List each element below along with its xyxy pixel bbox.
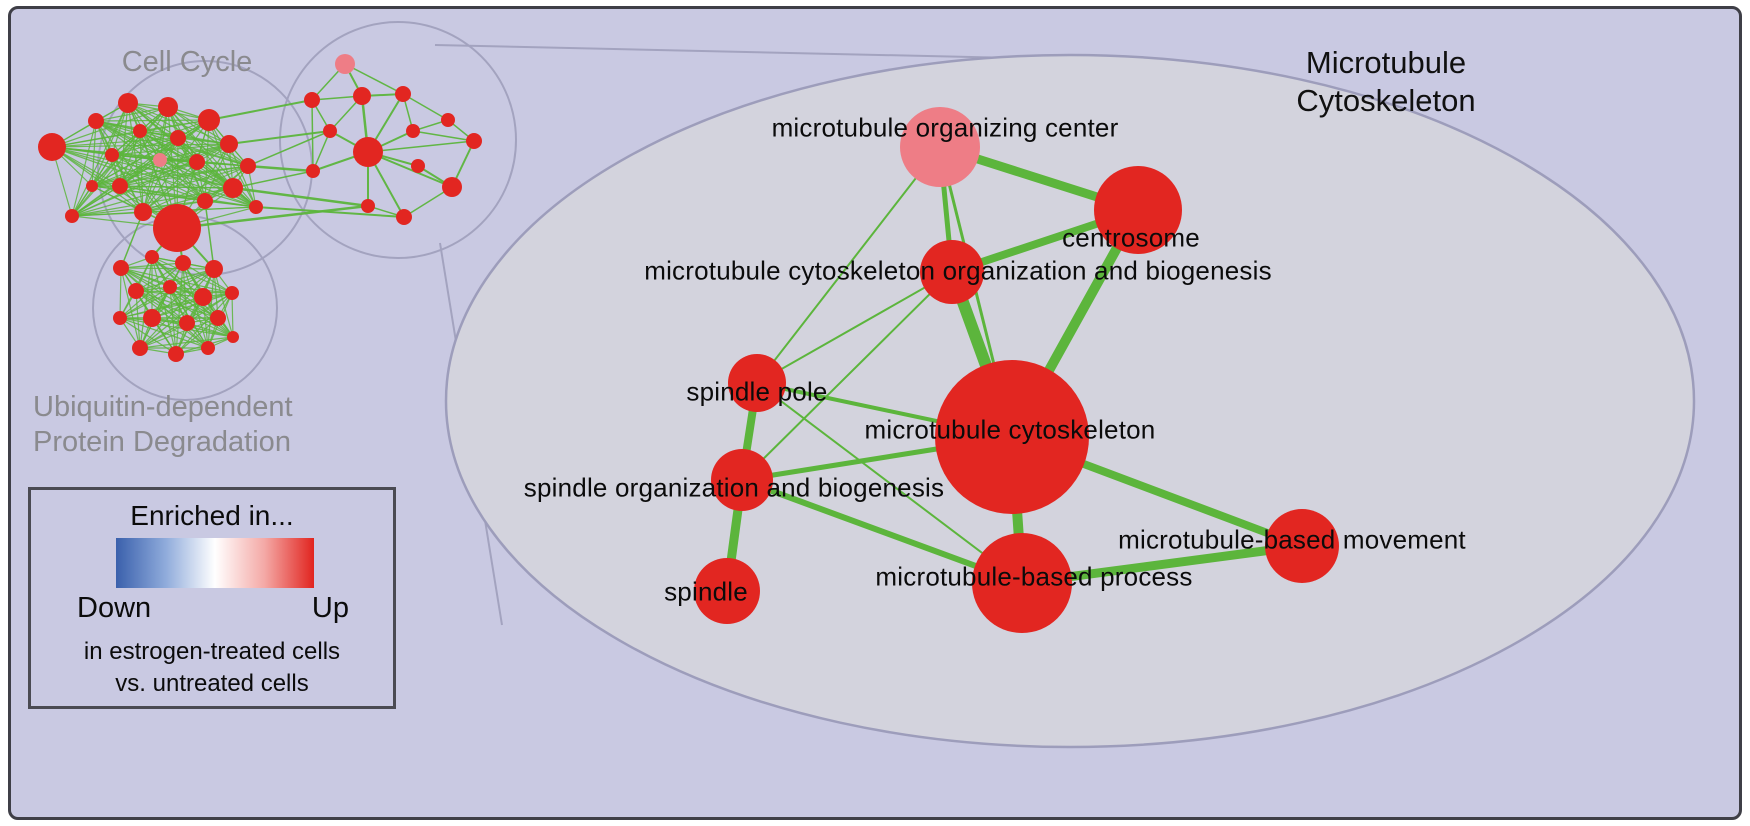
overview-node-m2	[304, 92, 320, 108]
overview-node-u2	[145, 250, 159, 264]
zoom-edge-mcob-spindle_pole	[756, 271, 953, 384]
overview-node-m1	[335, 54, 355, 74]
zoom-node-mt_movement	[1265, 509, 1339, 583]
overview-node-u12	[210, 310, 226, 326]
overview-node-m5	[323, 124, 337, 138]
overview-node-n1	[38, 133, 66, 161]
overview-node-m12	[361, 199, 375, 213]
legend-gradient-bar	[116, 538, 314, 588]
overview-node-m6	[353, 137, 383, 167]
overview-node-n19	[197, 193, 213, 209]
overview-node-n8	[153, 153, 167, 167]
overview-node-n12	[240, 158, 256, 174]
overview-node-n17	[65, 209, 79, 223]
overview-nodes	[38, 54, 482, 362]
zoom-node-mcob	[920, 240, 984, 304]
legend-up-label: Up	[311, 592, 349, 624]
zoom-node-mt_cytoskeleton	[935, 360, 1089, 514]
overview-node-u5	[128, 283, 144, 299]
overview-node-n6	[133, 124, 147, 138]
overview-node-m7	[406, 124, 420, 138]
overview-node-n13	[223, 178, 243, 198]
overview-node-u15	[201, 341, 215, 355]
zoom-node-centrosome	[1094, 166, 1182, 254]
zoom-node-spindle_pole	[728, 354, 786, 412]
overview-node-u7	[194, 288, 212, 306]
overview-node-m4	[395, 86, 411, 102]
zoom-edge-spindle_pole-mt_process	[756, 382, 1023, 584]
overview-node-u3	[175, 255, 191, 271]
zoom-node-spindle_orgb	[711, 449, 773, 511]
overview-node-u1	[113, 260, 129, 276]
overview-node-u6	[163, 280, 177, 294]
zoom-node-mt_process	[972, 533, 1072, 633]
overview-node-n5	[198, 109, 220, 131]
overview-node-n11	[220, 135, 238, 153]
legend-down-label: Down	[77, 592, 152, 624]
overview-node-m3	[353, 87, 371, 105]
overview-node-n9	[105, 148, 119, 162]
overview-node-u9	[113, 311, 127, 325]
overview-node-m11	[442, 177, 462, 197]
overview-node-u14	[168, 346, 184, 362]
overview-node-n2	[88, 113, 104, 129]
legend-caption-line1: in estrogen-treated cells	[83, 638, 341, 665]
overview-node-m8	[441, 113, 455, 127]
overview-node-m14	[306, 164, 320, 178]
overview-node-n7	[170, 130, 186, 146]
overview-node-u11	[179, 315, 195, 331]
overview-node-n14	[112, 178, 128, 194]
zoom-edge-mcob-spindle_orgb	[741, 271, 953, 481]
legend-title: Enriched in...	[130, 500, 294, 531]
zoom-node-spindle	[694, 558, 760, 624]
overview-node-n3	[118, 93, 138, 113]
overview-edges	[51, 63, 475, 355]
overview-node-n15	[86, 180, 98, 192]
overview-node-n18	[249, 200, 263, 214]
legend: Enriched in... Down Up in estrogen-treat…	[28, 487, 396, 709]
overview-node-u13	[132, 340, 148, 356]
overview-node-u4	[205, 260, 223, 278]
zoom-edge-moc-spindle_pole	[756, 146, 941, 384]
zoom-node-moc	[900, 107, 980, 187]
overview-node-n4	[158, 97, 178, 117]
legend-caption-line2: vs. untreated cells	[115, 670, 309, 697]
overview-node-u16	[227, 331, 239, 343]
overview-node-n16	[134, 203, 152, 221]
cluster-circle-microtubule	[279, 21, 517, 259]
overview-node-m9	[466, 133, 482, 149]
overview-node-u10	[143, 309, 161, 327]
zoom-cone-line	[434, 44, 1016, 59]
overview-node-m10	[411, 159, 425, 173]
overview-node-u8	[225, 286, 239, 300]
overview-node-n10	[189, 154, 205, 170]
overview-node-hub	[153, 204, 201, 252]
overview-node-m13	[396, 209, 412, 225]
zoom-nodes	[694, 107, 1339, 633]
